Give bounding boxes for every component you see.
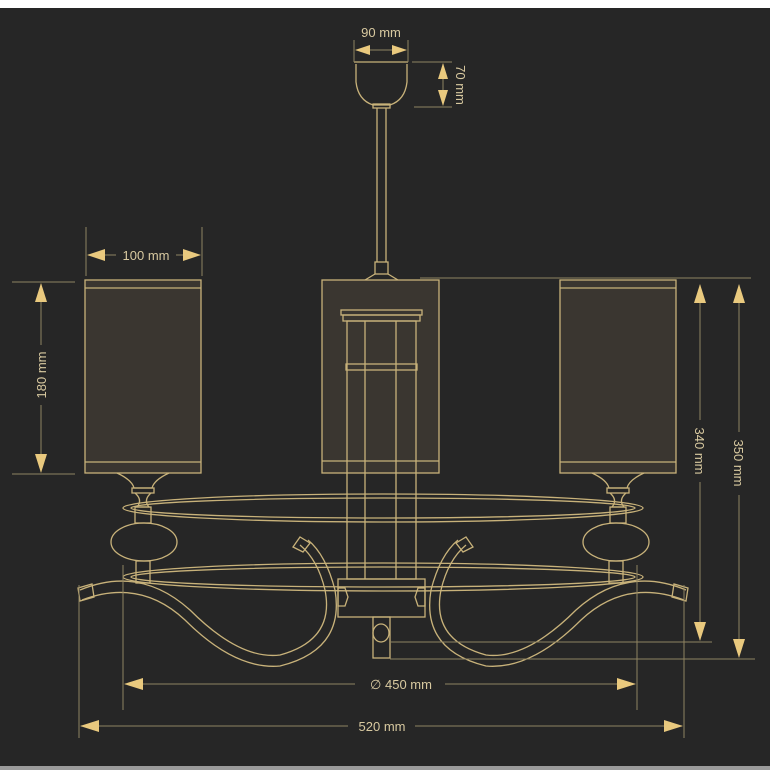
shade-height-label: 180 mm [34, 352, 49, 399]
total-height-label: 350 mm [731, 440, 746, 487]
dimension-shade-height: 180 mm [12, 281, 75, 475]
dimension-total-width: 520 mm [78, 585, 685, 738]
dimension-shade-width: 100 mm [85, 227, 203, 276]
canopy-height-label: 70 mm [453, 65, 468, 105]
dimension-canopy-height: 70 mm [412, 61, 468, 108]
total-width-label: 520 mm [359, 719, 406, 734]
dimension-total-height: 350 mm [390, 284, 755, 660]
rings [122, 493, 644, 592]
canopy [354, 61, 408, 109]
dimension-ring-diameter: ∅ 450 mm [122, 565, 638, 710]
left-shade [84, 279, 202, 584]
ring-diameter-label: ∅ 450 mm [370, 677, 432, 692]
dimension-body-height: 340 mm [390, 284, 712, 643]
hub [337, 578, 426, 659]
top-border [0, 0, 770, 8]
right-shade [559, 279, 677, 584]
arms [77, 536, 689, 667]
center-shade [321, 279, 440, 474]
body-height-label: 340 mm [692, 428, 707, 475]
shade-width-label: 100 mm [123, 248, 170, 263]
canopy-width-label: 90 mm [361, 25, 401, 40]
dimension-canopy-width: 90 mm [353, 25, 409, 62]
bottom-border [0, 766, 770, 770]
